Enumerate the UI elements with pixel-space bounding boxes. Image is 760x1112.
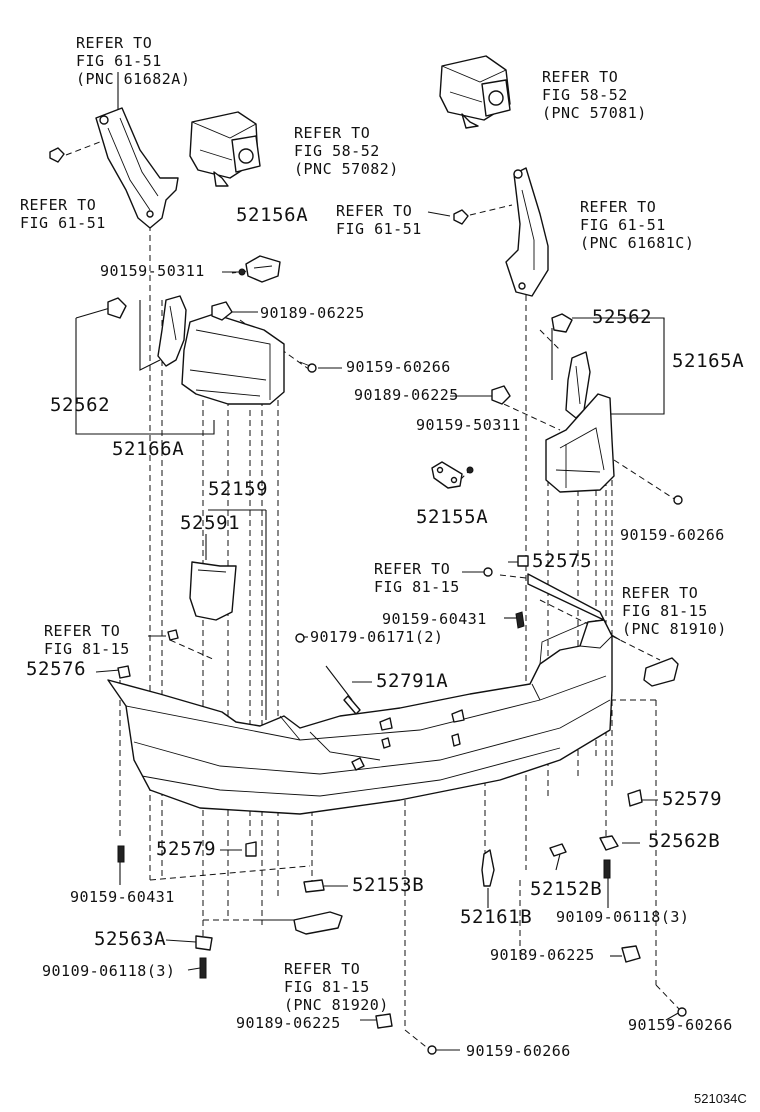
bolt-52791a [295, 633, 361, 715]
label-90159-60431-b: 90159-60431 [70, 888, 175, 906]
bracket-52155a [431, 461, 474, 489]
plate-52156a [238, 255, 281, 283]
label-52576: 52576 [26, 658, 87, 680]
label-ref-61-51-d: REFER TO FIG 61-51 (PNC 61681C) [580, 198, 695, 252]
screw-90159-60266-b [673, 495, 683, 505]
label-90189-06225-a: 90189-06225 [260, 304, 365, 322]
clip-left-top [49, 147, 65, 163]
label-ref-81-15-c: REFER TO FIG 81-15 [44, 622, 130, 658]
screw-90159-60266-a [299, 361, 317, 373]
label-ref-81-15-b: REFER TO FIG 81-15 (PNC 81910) [622, 584, 727, 638]
label-52153b: 52153B [352, 874, 425, 896]
fasteners [117, 555, 687, 1055]
label-52156a: 52156A [236, 204, 309, 226]
label-52165a: 52165A [672, 350, 745, 372]
clip-52562-left [107, 297, 127, 319]
label-ref-81-15-a: REFER TO FIG 81-15 [374, 560, 460, 596]
right-fender-liner [505, 167, 549, 297]
figure-code: 521034C [694, 1091, 747, 1106]
bumper-cover [107, 619, 613, 815]
alignment-lines [65, 139, 681, 1051]
label-52579-left: 52579 [156, 838, 217, 860]
nut-90189-a [211, 301, 233, 321]
label-52562b: 52562B [648, 830, 721, 852]
absorber-left [189, 111, 261, 187]
label-90159-60266-b: 90159-60266 [620, 526, 725, 544]
label-ref-61-51-c: REFER TO FIG 61-51 [336, 202, 422, 238]
bracket-52165a [545, 351, 615, 493]
label-52562-left: 52562 [50, 394, 111, 416]
label-52159: 52159 [208, 478, 269, 500]
label-52575: 52575 [532, 550, 593, 572]
label-90189-06225-b: 90189-06225 [354, 386, 459, 404]
label-90109-06118-a: 90109-06118(3) [556, 908, 690, 926]
label-ref-61-51-b: REFER TO FIG 61-51 [20, 196, 106, 232]
label-ref-58-52-a: REFER TO FIG 58-52 (PNC 57082) [294, 124, 399, 178]
clip-right-top [453, 209, 469, 225]
reflector-left [293, 911, 343, 935]
label-52562-right: 52562 [592, 306, 653, 328]
label-52563a: 52563A [94, 928, 167, 950]
nut-90189-b [491, 385, 511, 405]
label-52579-right: 52579 [662, 788, 723, 810]
label-90159-60431-a: 90159-60431 [382, 610, 487, 628]
label-52155a: 52155A [416, 506, 489, 528]
label-90159-60266-c: 90159-60266 [628, 1016, 733, 1034]
clip-52562-right [551, 313, 573, 333]
label-52152b: 52152B [530, 878, 603, 900]
label-90189-06225-d: 90189-06225 [236, 1014, 341, 1032]
bracket-52166a [157, 295, 285, 405]
label-90189-06225-c: 90189-06225 [490, 946, 595, 964]
side-piece-52591 [189, 561, 237, 621]
label-ref-81-15-d: REFER TO FIG 81-15 (PNC 81920) [284, 960, 389, 1014]
label-ref-58-52-b: REFER TO FIG 58-52 (PNC 57081) [542, 68, 647, 122]
label-90159-60266-a: 90159-60266 [346, 358, 451, 376]
absorber-right [439, 55, 511, 129]
label-52591: 52591 [180, 512, 241, 534]
label-90109-06118-b: 90109-06118(3) [42, 962, 176, 980]
label-90159-60266-d: 90159-60266 [466, 1042, 571, 1060]
label-90179-06171: 90179-06171(2) [310, 628, 444, 646]
label-52161b: 52161B [460, 906, 533, 928]
label-52791a: 52791A [376, 670, 449, 692]
retainer-strip [117, 573, 605, 679]
left-fender-liner [95, 107, 179, 229]
label-ref-61-51-a: REFER TO FIG 61-51 (PNC 61682A) [76, 34, 191, 88]
label-90159-50311-a: 90159-50311 [100, 262, 205, 280]
label-52166a: 52166A [112, 438, 185, 460]
label-90159-50311-b: 90159-50311 [416, 416, 521, 434]
reflector-right [643, 657, 679, 687]
